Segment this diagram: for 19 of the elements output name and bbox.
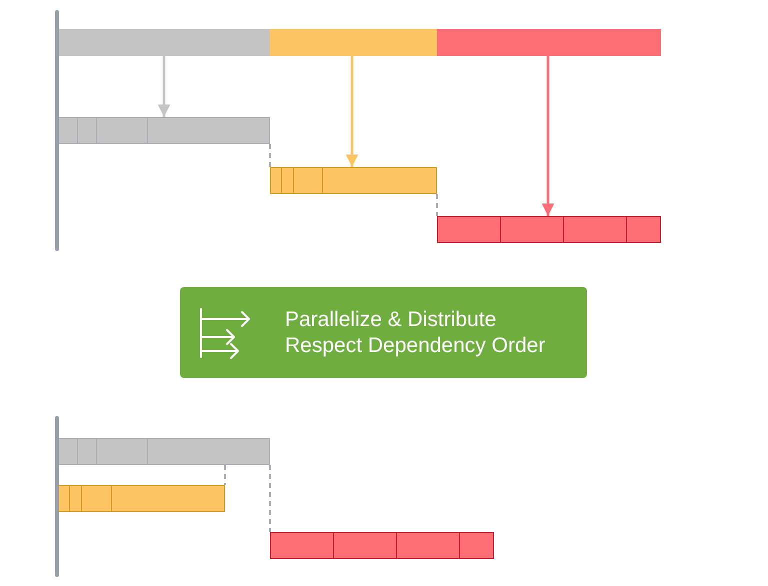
timeline-bar [270,29,437,56]
step-text: Parallelize & Distribute [285,306,498,332]
timeline-bar [437,216,661,243]
timeline-bar [58,438,270,465]
dependency-line [436,194,438,216]
timeline-bar [58,29,270,56]
dependency-line [224,465,226,485]
timeline-bar [58,485,225,512]
timeline-bar [58,117,270,144]
step-card [180,287,587,378]
timeline-bar [270,167,437,194]
step-text: Respect Dependency Order [285,332,546,358]
arrow [542,56,554,216]
timeline-bar [270,532,494,559]
dependency-line [269,465,271,532]
arrow [158,56,170,117]
arrow [346,56,358,167]
dependency-line [269,144,271,167]
timeline-bar [437,29,661,56]
